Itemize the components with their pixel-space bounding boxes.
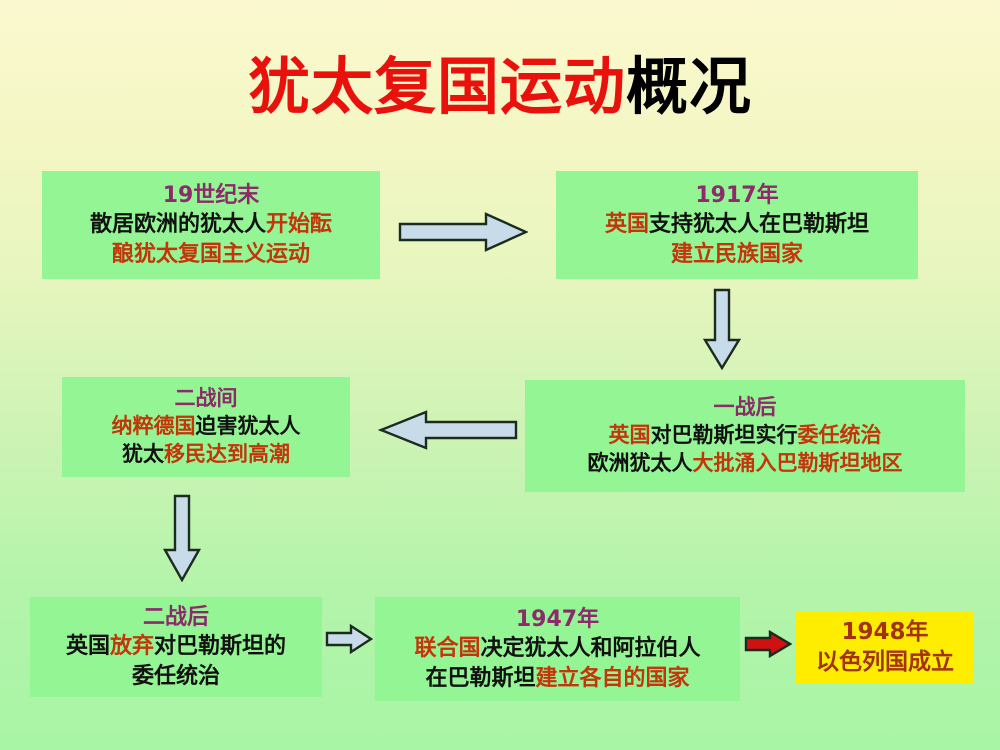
box-line-2: 英国放弃对巴勒斯坦的 — [65, 634, 287, 660]
arrow-left-icon — [378, 409, 518, 451]
box-header: 二战后 — [142, 605, 209, 631]
box-header: 19世纪末 — [162, 183, 260, 209]
flow-box-1948-highlight[interactable]: 1948年 以色列国成立 — [796, 611, 974, 683]
arrow-right-red-icon — [744, 630, 792, 658]
box-line-2: 英国对巴勒斯坦实行委任统治 — [608, 423, 882, 448]
box-line-3: 委任统治 — [131, 663, 220, 689]
box-line-3: 犹太移民达到高潮 — [122, 441, 290, 466]
box-line-2: 散居欧洲的犹太人开始酝 — [89, 212, 333, 238]
box-header: 二战间 — [174, 386, 238, 411]
box-line-2: 以色列国成立 — [816, 649, 954, 675]
arrow-right-icon — [325, 624, 373, 654]
flow-box-1947[interactable]: 1947年 联合国决定犹太人和阿拉伯人 在巴勒斯坦建立各自的国家 — [375, 597, 740, 701]
page-title-black-part: 概况 — [626, 50, 753, 123]
flow-box-after-ww1[interactable]: 一战后 英国对巴勒斯坦实行委任统治 欧洲犹太人大批涌入巴勒斯坦地区 — [525, 380, 965, 492]
box-line-2: 联合国决定犹太人和阿拉伯人 — [414, 636, 701, 662]
box-header: 一战后 — [713, 395, 777, 420]
box-line-2: 纳粹德国迫害犹太人 — [111, 414, 301, 439]
box-line-3: 建立民族国家 — [670, 241, 803, 267]
arrow-down-icon — [703, 288, 741, 370]
page-title-red-part: 犹太复国运动 — [247, 50, 626, 123]
box-header: 1947年 — [515, 607, 600, 633]
box-line-2: 英国支持犹太人在巴勒斯坦 — [604, 212, 870, 238]
box-line-3: 欧洲犹太人大批涌入巴勒斯坦地区 — [587, 450, 903, 475]
box-header: 1948年 — [841, 618, 929, 645]
page-title: 犹太复国运动概况 — [0, 48, 1000, 126]
box-line-3: 酿犹太复国主义运动 — [111, 241, 310, 267]
flow-box-between-wars[interactable]: 二战间 纳粹德国迫害犹太人 犹太移民达到高潮 — [62, 377, 350, 477]
flow-box-after-ww2[interactable]: 二战后 英国放弃对巴勒斯坦的 委任统治 — [30, 597, 322, 697]
arrow-right-icon — [398, 211, 528, 253]
box-header: 1917年 — [695, 183, 779, 209]
flow-box-late-19th-century[interactable]: 19世纪末 散居欧洲的犹太人开始酝 酿犹太复国主义运动 — [42, 171, 380, 279]
flow-box-1917[interactable]: 1917年 英国支持犹太人在巴勒斯坦 建立民族国家 — [556, 171, 918, 279]
box-line-3: 在巴勒斯坦建立各自的国家 — [425, 665, 690, 691]
arrow-down-icon — [163, 494, 201, 582]
